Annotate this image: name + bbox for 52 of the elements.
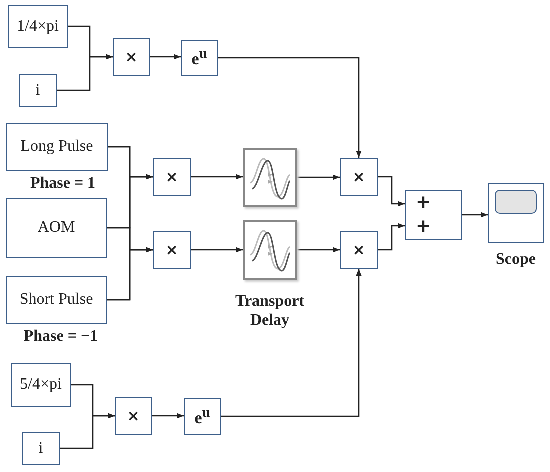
source-block [6, 276, 107, 324]
multiply-block [153, 158, 191, 196]
source-block [6, 198, 107, 258]
multiply-sign: × [352, 241, 366, 259]
block-label: e$^{u}$ [194, 404, 210, 428]
multiply-block [115, 397, 152, 435]
multiply-sign: × [127, 407, 140, 425]
phase-label: Phase = −1 [22, 327, 100, 346]
source-block [22, 432, 60, 465]
arrow [152, 413, 184, 419]
multiply-block [340, 231, 378, 269]
multiply-sign: × [166, 168, 178, 186]
block-label: AOM [38, 219, 76, 237]
arrow [57, 54, 113, 92]
block-label: 5/4×pi [20, 376, 62, 394]
multiply-sign: × [352, 168, 366, 186]
source-block [6, 123, 108, 171]
arrow [191, 247, 243, 253]
exponent-block [184, 398, 221, 435]
arrow [297, 174, 340, 180]
arrow [462, 212, 488, 218]
arrow [378, 223, 405, 251]
arrow [218, 57, 362, 158]
block-label: Scope [495, 250, 537, 269]
plus-sign: + [416, 191, 432, 215]
block-label: 1/4×pi [17, 18, 59, 36]
arrow [221, 269, 362, 418]
multiply-block [113, 38, 150, 76]
scope-block [488, 183, 544, 243]
arrow [378, 176, 405, 207]
arrow [60, 413, 115, 450]
phase-label: Phase = 1 [29, 174, 97, 193]
multiply-sign: × [166, 241, 178, 259]
source-block [19, 74, 57, 107]
arrow [107, 247, 153, 301]
block-label: i [36, 82, 40, 100]
source-block [8, 5, 68, 48]
arrow [150, 54, 181, 60]
exponent-block [181, 40, 218, 76]
arrow [191, 174, 243, 180]
source-block [11, 363, 71, 407]
plus-sign: + [416, 215, 432, 239]
multiply-sign: × [125, 48, 138, 66]
block-label: Short Pulse [20, 291, 94, 309]
block-label: Long Pulse [20, 138, 94, 156]
multiply-block [153, 231, 191, 269]
multiply-block [340, 158, 378, 196]
sum-block [405, 190, 462, 240]
block-caption: Transport Delay [234, 292, 306, 330]
block-label: e$^{u}$ [192, 46, 208, 70]
arrow [297, 247, 340, 253]
block-label: i [38, 440, 44, 458]
